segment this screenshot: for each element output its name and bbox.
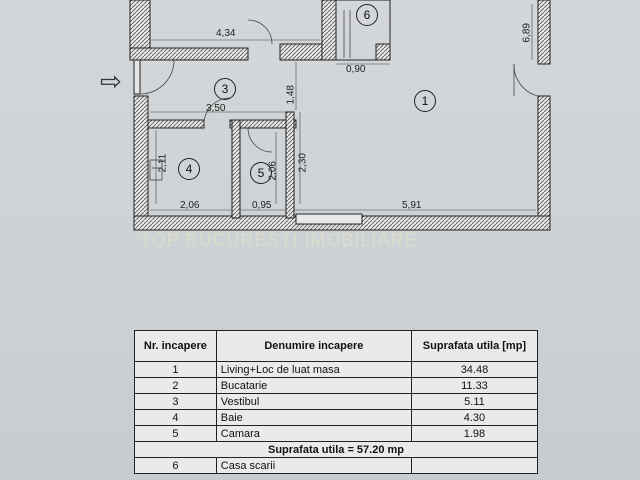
dim-vestibule-depth: 1,48 bbox=[285, 85, 297, 105]
wall-right-upper bbox=[537, 0, 551, 65]
wall-kitchen-left bbox=[129, 0, 151, 53]
header-denumire: Denumire incapere bbox=[215, 330, 412, 362]
cell-nr: 2 bbox=[134, 377, 217, 394]
cell-nr: 3 bbox=[134, 393, 217, 410]
cell-nr: 4 bbox=[134, 409, 217, 426]
cell-name: Baie bbox=[215, 409, 412, 426]
cell-area: 34.48 bbox=[410, 361, 539, 378]
dim-stair-width: 0,90 bbox=[346, 64, 366, 75]
cell-name: Bucatarie bbox=[215, 377, 412, 394]
cell-area bbox=[410, 457, 539, 474]
dim-vestibule-width: 3,50 bbox=[206, 103, 226, 114]
table-row: 5 Camara 1.98 bbox=[134, 425, 539, 442]
table-row: 2 Bucatarie 11.33 bbox=[134, 377, 539, 394]
wall-bath-pantry bbox=[231, 119, 241, 219]
header-nr: Nr. incapere bbox=[134, 330, 217, 362]
wall-bath-top bbox=[147, 119, 205, 129]
cell-name: Living+Loc de luat masa bbox=[215, 361, 412, 378]
dim-living-width: 5,91 bbox=[402, 200, 422, 211]
dim-bath-width: 2,06 bbox=[180, 200, 200, 211]
cell-name: Vestibul bbox=[215, 393, 412, 410]
total-area: Suprafata utila = 57.20 mp bbox=[134, 441, 538, 458]
entrance-door-frame bbox=[133, 59, 141, 95]
dim-corridor-depth: 2,30 bbox=[297, 153, 309, 173]
dim-bath-depth: 2,11 bbox=[157, 153, 169, 173]
cell-area: 5.11 bbox=[410, 393, 539, 410]
table-row: 1 Living+Loc de luat masa 34.48 bbox=[134, 361, 539, 378]
wall-pantry-top bbox=[229, 119, 297, 129]
wall-right-lower bbox=[537, 95, 551, 231]
wall-kitchen-bottom bbox=[129, 47, 249, 61]
stair-room bbox=[335, 0, 391, 61]
table-total-row: Suprafata utila = 57.20 mp bbox=[134, 441, 538, 458]
wall-left-lower bbox=[133, 95, 149, 231]
wall-pantry-right bbox=[285, 111, 295, 219]
cell-nr: 1 bbox=[134, 361, 217, 378]
table-row: 4 Baie 4.30 bbox=[134, 409, 539, 426]
cell-name: Casa scarii bbox=[215, 457, 412, 474]
dim-living-depth: 6,89 bbox=[521, 23, 533, 43]
wall-stair bbox=[375, 43, 391, 61]
entrance-arrow-icon: ⇨ bbox=[100, 66, 122, 96]
wall-kitchen-right bbox=[321, 0, 337, 61]
table-row: 3 Vestibul 5.11 bbox=[134, 393, 539, 410]
table-row: 6 Casa scarii bbox=[134, 457, 539, 474]
cell-area: 11.33 bbox=[410, 377, 539, 394]
cell-area: 1.98 bbox=[410, 425, 539, 442]
room-number-1: 1 bbox=[414, 90, 436, 112]
room-number-3: 3 bbox=[214, 78, 236, 100]
cell-name: Camara bbox=[215, 425, 412, 442]
dim-kitchen-width: 4,34 bbox=[216, 28, 236, 39]
header-suprafata: Suprafata utila [mp] bbox=[410, 330, 539, 362]
window-bottom bbox=[295, 213, 363, 225]
cell-area: 4.30 bbox=[410, 409, 539, 426]
table-header-row: Nr. incapere Denumire incapere Suprafata… bbox=[134, 330, 539, 362]
watermark: TOP BUCURESTI IMOBILIARE bbox=[140, 230, 418, 250]
dim-pantry-width: 0,95 bbox=[252, 200, 272, 211]
room-number-4: 4 bbox=[178, 158, 200, 180]
room-number-5: 5 bbox=[250, 162, 272, 184]
cell-nr: 6 bbox=[134, 457, 217, 474]
room-area-table: Nr. incapere Denumire incapere Suprafata… bbox=[134, 330, 539, 474]
room-number-6: 6 bbox=[356, 4, 378, 26]
cell-nr: 5 bbox=[134, 425, 217, 442]
